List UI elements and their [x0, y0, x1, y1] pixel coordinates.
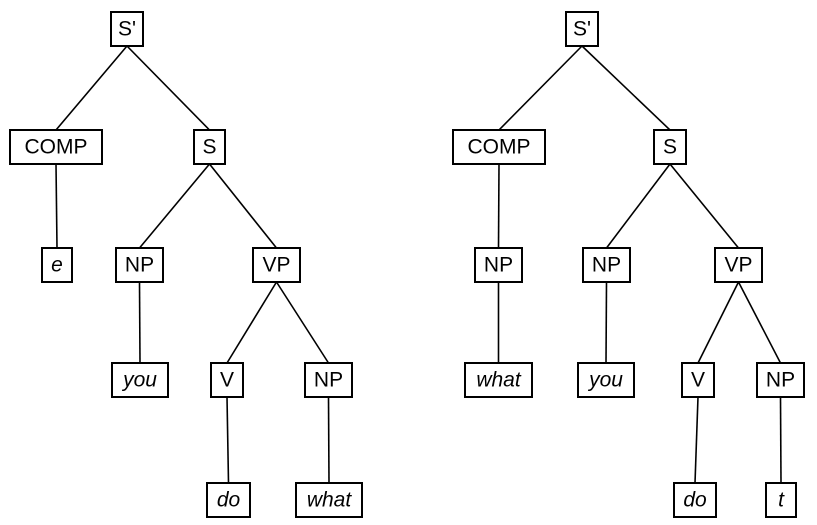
- tree-edge-L-VP-to-L-V: [226, 281, 278, 364]
- tree-edge-R-Sbar-to-R-S: [581, 45, 671, 131]
- node-label: S: [663, 136, 677, 159]
- tree-edge-L-Sbar-to-L-S: [126, 45, 211, 131]
- node-box: [110, 11, 144, 47]
- node-box: [577, 362, 635, 398]
- node-box: [111, 362, 169, 398]
- node-label: what: [476, 369, 522, 392]
- node-box: [193, 129, 226, 165]
- node-label: V: [691, 369, 705, 392]
- node-box: [474, 247, 523, 283]
- tree-node-comp-r-comp[interactable]: COMP: [452, 129, 546, 165]
- tree-edge-R-VP-to-R-NP2: [737, 281, 782, 364]
- node-label: you: [587, 369, 623, 392]
- node-box: [681, 362, 715, 398]
- tree-edge-L-S-to-L-NP1: [138, 163, 211, 249]
- node-label: S': [573, 18, 591, 41]
- tree-edge-R-COMP-to-R-NP0: [497, 163, 500, 249]
- tree-node-vp-r-vp[interactable]: VP: [714, 247, 763, 283]
- tree-node-s-r-s[interactable]: S: [653, 129, 687, 165]
- node-box: [295, 482, 363, 518]
- node-box: [304, 362, 353, 398]
- node-label: VP: [724, 254, 752, 277]
- node-box: [115, 247, 164, 283]
- tree-edge-R-NP1-to-R-you: [605, 281, 608, 364]
- tree-node-v-l-v[interactable]: V: [210, 362, 244, 398]
- node-label: S': [118, 18, 136, 41]
- tree-node-sbar-l-sbar[interactable]: S': [110, 11, 144, 47]
- node-box: [565, 11, 599, 47]
- node-label: NP: [314, 369, 343, 392]
- node-box: [464, 362, 533, 398]
- node-label: COMP: [468, 136, 531, 159]
- node-box: [714, 247, 763, 283]
- node-box: [765, 482, 797, 518]
- tree-node-e-l-e[interactable]: e: [41, 247, 73, 283]
- tree-node-what-l-what[interactable]: what: [295, 482, 363, 518]
- tree-node-np-r-np1[interactable]: NP: [582, 247, 631, 283]
- tree-node-vp-l-vp[interactable]: VP: [252, 247, 301, 283]
- node-box: [252, 247, 301, 283]
- node-label: VP: [262, 254, 290, 277]
- deep-structure-tree-edges: [55, 45, 330, 484]
- tree-node-you-l-you[interactable]: you: [111, 362, 169, 398]
- surface-structure-tree-edges: [497, 45, 782, 484]
- tree-edge-R-V-to-R-do: [694, 396, 699, 484]
- tree-node-s-l-s[interactable]: S: [193, 129, 226, 165]
- node-label: COMP: [25, 136, 88, 159]
- tree-node-do-r-do[interactable]: do: [673, 482, 717, 518]
- node-label: NP: [484, 254, 513, 277]
- tree-edge-L-NP2-to-L-what: [327, 396, 330, 484]
- node-label: NP: [125, 254, 154, 277]
- node-box: [41, 247, 73, 283]
- tree-node-t-r-t[interactable]: t: [765, 482, 797, 518]
- node-label: S: [202, 136, 216, 159]
- tree-edge-R-S-to-R-VP: [669, 163, 740, 249]
- tree-edge-R-S-to-R-NP1: [605, 163, 671, 249]
- tree-node-np-r-np0[interactable]: NP: [474, 247, 523, 283]
- tree-node-you-r-you[interactable]: you: [577, 362, 635, 398]
- node-label: you: [121, 369, 157, 392]
- tree-edge-L-NP1-to-L-you: [138, 281, 141, 364]
- tree-node-np-r-np2[interactable]: NP: [756, 362, 805, 398]
- node-label: NP: [766, 369, 795, 392]
- node-box: [673, 482, 717, 518]
- tree-edge-R-NP2-to-R-t: [779, 396, 782, 484]
- tree-node-np-l-np1[interactable]: NP: [115, 247, 164, 283]
- node-label: V: [220, 369, 234, 392]
- tree-edge-L-Sbar-to-L-COMP: [55, 45, 128, 131]
- tree-edge-L-COMP-to-L-e: [55, 163, 58, 249]
- node-box: [582, 247, 631, 283]
- node-label: do: [217, 489, 241, 512]
- node-box: [756, 362, 805, 398]
- tree-edge-R-VP-to-R-V: [697, 281, 740, 364]
- node-box: [653, 129, 687, 165]
- node-label: NP: [592, 254, 621, 277]
- tree-edge-L-S-to-L-VP: [208, 163, 278, 249]
- node-box: [206, 482, 251, 518]
- node-label: t: [778, 489, 785, 512]
- node-label: do: [683, 489, 707, 512]
- tree-node-v-r-v[interactable]: V: [681, 362, 715, 398]
- node-box: [452, 129, 546, 165]
- tree-edge-L-V-to-L-do: [226, 396, 230, 484]
- node-box: [9, 129, 103, 165]
- tree-node-do-l-do[interactable]: do: [206, 482, 251, 518]
- tree-node-sbar-r-sbar[interactable]: S': [565, 11, 599, 47]
- node-label: what: [307, 489, 353, 512]
- tree-node-comp-l-comp[interactable]: COMP: [9, 129, 103, 165]
- tree-node-np-l-np2[interactable]: NP: [304, 362, 353, 398]
- edges-layer: [55, 45, 782, 484]
- node-box: [210, 362, 244, 398]
- node-label: e: [51, 254, 63, 277]
- surface-structure-tree-nodes: S' COMP S NP NP VP what you V NP do t: [452, 11, 805, 518]
- tree-edge-R-Sbar-to-R-COMP: [498, 45, 583, 131]
- tree-node-what-r-what[interactable]: what: [464, 362, 533, 398]
- tree-edge-L-VP-to-L-NP2: [275, 281, 330, 364]
